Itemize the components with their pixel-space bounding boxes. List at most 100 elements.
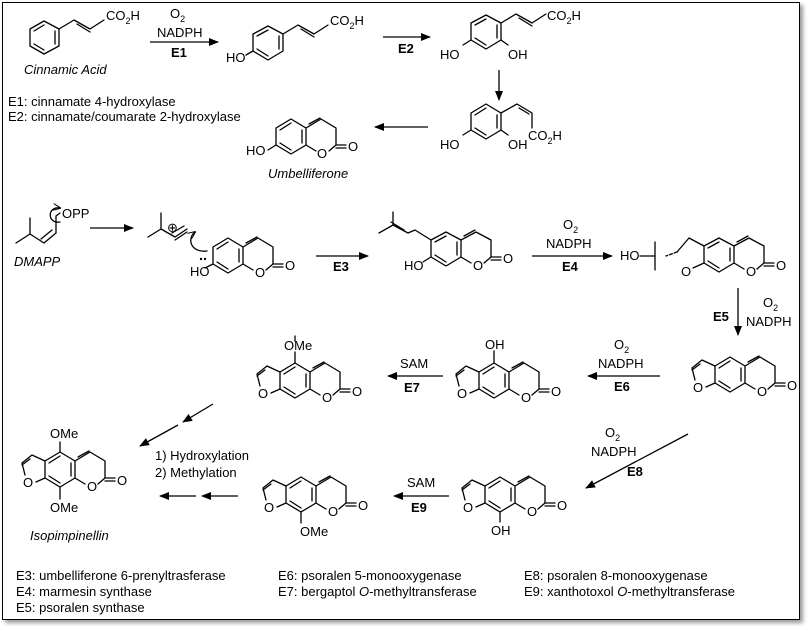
umbelliferone-ring-o-label: O (317, 146, 327, 161)
e4-nadph-label: NADPH (546, 236, 592, 251)
marmesin-structure: HO O O O (620, 235, 786, 279)
e1-enzyme-label: E1 (171, 45, 187, 60)
legend-e7: E7: bergaptol O-methyltransferase (278, 584, 477, 599)
isopimpinellin-ome-top-label: OMe (50, 426, 78, 441)
bergapten-ring-o-label: O (322, 390, 332, 405)
cis-dihydroxy-ho-label: HO (440, 137, 460, 152)
arrow-e4: O2 NADPH E4 (532, 217, 613, 274)
legend-e1: E1: cinnamate 4-hydroxylase (8, 94, 176, 109)
bergapten-carbonyl-o-label: O (352, 384, 362, 399)
marmesin-furan-o-label: O (681, 264, 691, 279)
e7-enzyme-label: E7 (404, 380, 420, 395)
bergaptol-ring-o-label: O (521, 390, 531, 405)
xanthotoxin-furan-o-label: O (264, 500, 274, 515)
xanthotoxol-structure: O O O OH (461, 475, 567, 538)
e3-enzyme-label: E3 (333, 259, 349, 274)
dihydroxy-co2h-label: CO2H (547, 8, 581, 26)
legend-e4: E4: marmesin synthase (16, 584, 152, 599)
e5-nadph-label: NADPH (746, 314, 792, 329)
arrow-e7: SAM E7 (387, 356, 443, 395)
e8-o2-label: O2 (605, 425, 620, 443)
arrow-e6: O2 NADPH E6 (587, 337, 660, 394)
hydroxylation-label: 1) Hydroxylation (155, 448, 249, 463)
legend-e6: E6: psoralen 5-monooxygenase (278, 568, 462, 583)
psoralen-carbonyl-o-label: O (787, 378, 797, 393)
cinnamic-acid-name: Cinnamic Acid (24, 62, 107, 77)
legend-e8: E8: psoralen 8-monooxygenase (524, 568, 708, 583)
e4-enzyme-label: E4 (562, 259, 579, 274)
arrow-e2: E2 (383, 33, 431, 56)
e1-o2-label: O2 (170, 6, 185, 24)
demethylsuberosin-structure: HO O O (378, 211, 513, 273)
isopimpinellin-furan-o-label: O (23, 475, 33, 490)
e5-enzyme-label: E5 (713, 309, 729, 324)
cinnamic-co2h-label: CO2H (106, 8, 140, 26)
e9-sam-label: SAM (407, 475, 435, 490)
bergaptol-structure: OH O O O (455, 337, 561, 405)
p-coumaric-acid-structure: HO CO2H (226, 13, 364, 65)
xanthotoxol-ring-o-label: O (527, 504, 537, 519)
cis-dihydroxy-co2h-label: CO2H (528, 128, 562, 146)
nucleophile-ho-label: HO (190, 264, 210, 279)
umbelliferone-ho-label: HO (246, 143, 266, 158)
dmapp-opp-label: OPP (62, 206, 89, 221)
bergaptol-carbonyl-o-label: O (551, 384, 561, 399)
prenyl-cation-plus: ⊕ (167, 220, 178, 235)
enzyme-legend: E3: umbelliferone 6-prenyltrasferase E4:… (16, 568, 735, 615)
isopimpinellin-structure: OMe OMe O O O Isopimpinellin (21, 426, 127, 543)
e1-nadph-label: NADPH (157, 25, 203, 40)
cis-dihydroxycinnamic-acid-structure: HO OH CO2H (440, 103, 562, 152)
e2-enzyme-label: E2 (398, 41, 414, 56)
isopimpinellin-name: Isopimpinellin (30, 528, 109, 543)
e9-enzyme-label: E9 (411, 500, 427, 515)
legend-e2: E2: cinnamate/coumarate 2-hydroxylase (8, 109, 241, 124)
xanthotoxol-furan-o-label: O (463, 500, 473, 515)
psoralen-ring-o-label: O (757, 384, 767, 399)
demethylsuberosin-ho-label: HO (404, 258, 424, 273)
e6-nadph-label: NADPH (598, 356, 644, 371)
dihydroxy-oh-label: OH (508, 47, 528, 62)
xanthotoxin-ome-label: OMe (300, 524, 328, 539)
e4-o2-label: O2 (563, 217, 578, 235)
e8-enzyme-label: E8 (627, 464, 643, 479)
marmesin-ho-label: HO (620, 248, 640, 263)
bergapten-structure: OMe O O O (256, 335, 362, 405)
cinnamic-acid-structure: CO2H Cinnamic Acid (24, 8, 140, 77)
isopimpinellin-ome-bottom-label: OMe (50, 500, 78, 515)
umbelliferone-carbonyl-o-label: O (348, 139, 358, 154)
arrow-e8: O2 NADPH E8 (585, 425, 689, 489)
e7-sam-label: SAM (400, 356, 428, 371)
p-coumaric-co2h-label: CO2H (330, 13, 364, 31)
bergaptol-oh-label: OH (485, 337, 505, 352)
xanthotoxin-ring-o-label: O (328, 504, 338, 519)
arrow-bergapten-to-isopimpinellin-1 (182, 403, 214, 423)
arrow-e1: O2 NADPH E1 (150, 6, 219, 60)
bergaptol-furan-o-label: O (457, 386, 467, 401)
methylation-label: 2) Methylation (155, 465, 237, 480)
dmapp-name: DMAPP (14, 254, 61, 269)
arrow-bergapten-to-isopimpinellin-2 (139, 424, 179, 447)
marmesin-ring-o-label: O (746, 264, 756, 279)
legend-e9: E9: xanthotoxol O-methyltransferase (524, 584, 735, 599)
umbelliferone-structure: HO O O Umbelliferone (246, 117, 358, 181)
umbelliferone-name: Umbelliferone (268, 166, 348, 181)
demethylsuberosin-carbonyl-o-label: O (503, 251, 513, 266)
arrow-e9: SAM E9 (393, 475, 449, 515)
dmapp-structure: OPP DMAPP (14, 206, 89, 269)
prenyl-cation-structure: ⊕ (147, 212, 188, 241)
nucleophile-ring-o-label: O (255, 265, 265, 280)
legend-e5: E5: psoralen synthase (16, 600, 145, 615)
dihydroxy-ho-label: HO (440, 47, 460, 62)
e6-enzyme-label: E6 (614, 379, 630, 394)
p-coumaric-ho-label: HO (226, 50, 246, 65)
e8-nadph-label: NADPH (591, 444, 637, 459)
arrow-e3: E3 (316, 252, 369, 274)
e6-o2-label: O2 (614, 337, 629, 355)
xanthotoxin-structure: O O O OMe (262, 475, 368, 539)
legend-e3: E3: umbelliferone 6-prenyltrasferase (16, 568, 226, 583)
cis-dihydroxy-oh-label: OH (508, 137, 528, 152)
isopimpinellin-carbonyl-o-label: O (117, 473, 127, 488)
nucleophile-carbonyl-o-label: O (285, 258, 295, 273)
arrow-e5: E5 O2 NADPH (713, 288, 792, 336)
psoralen-structure: O O O (691, 355, 797, 399)
